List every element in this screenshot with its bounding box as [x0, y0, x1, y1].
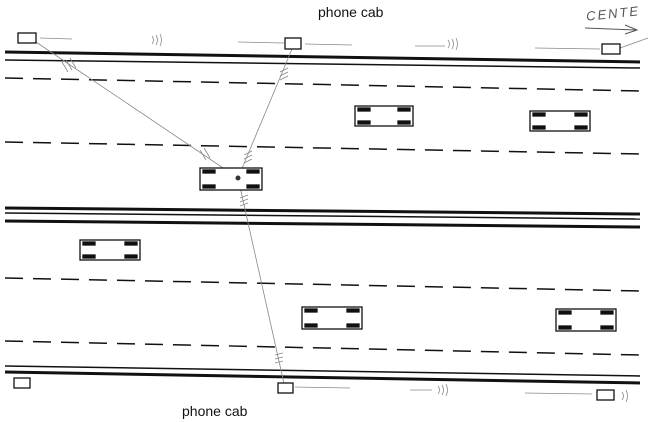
car-wheel: [246, 184, 260, 189]
car-wheel: [346, 323, 360, 328]
lane-divider: [4, 141, 641, 155]
wave-icon: [279, 67, 289, 81]
car: [199, 167, 263, 191]
car: [555, 308, 617, 332]
arrow: [39, 37, 73, 40]
median-line: [4, 219, 641, 229]
car: [354, 105, 414, 127]
phone-cab-box: [277, 382, 294, 394]
signal-line: [35, 41, 239, 179]
phone-cabs: [13, 32, 621, 401]
car-wheel: [532, 112, 546, 117]
car-wheel: [246, 169, 260, 174]
top-road-edge-thin: [4, 59, 641, 69]
phone-cab-label-top: phone cab: [318, 4, 384, 20]
wave-icon: [239, 194, 249, 207]
wave-icon: [274, 352, 284, 364]
car-wheel: [304, 323, 318, 328]
wave-icon: [447, 37, 458, 51]
arrow: [534, 47, 601, 50]
lane-divider: [4, 277, 641, 292]
car-wheel: [397, 107, 411, 112]
car-wheel: [574, 112, 588, 117]
car: [529, 110, 591, 132]
car-wheel: [574, 125, 588, 130]
wave-icon: [199, 147, 211, 161]
lane-divider: [4, 77, 641, 92]
phone-cab-box: [13, 377, 31, 389]
vehicle-transmitter: [235, 175, 241, 181]
signal-lines: [35, 33, 649, 403]
median-line: [4, 212, 641, 220]
wave-icon: [151, 33, 162, 47]
bottom-road-edge-thin: [4, 365, 641, 377]
signal-line: [619, 37, 649, 49]
arrow: [524, 392, 593, 395]
car-wheel: [558, 325, 572, 330]
median-line: [4, 206, 641, 216]
car-wheel: [346, 308, 360, 313]
car-wheel: [202, 169, 216, 174]
car-wheel: [357, 107, 371, 112]
car-wheel: [558, 310, 572, 315]
phone-cab-box: [601, 43, 621, 55]
signal-line: [237, 48, 293, 179]
car-wheel: [124, 241, 138, 246]
wave-icon: [621, 389, 628, 403]
car-wheel: [357, 120, 371, 125]
lane-divider: [4, 340, 641, 356]
car-wheel: [532, 125, 546, 130]
car-wheel: [124, 254, 138, 259]
phone-cab-label-bottom: phone cab: [182, 403, 248, 419]
arrow: [294, 386, 351, 389]
wave-icon: [61, 57, 77, 73]
car: [301, 306, 363, 330]
car-wheel: [600, 310, 614, 315]
car-wheel: [600, 325, 614, 330]
top-road-edge-thick: [4, 50, 641, 64]
car-wheel: [304, 308, 318, 313]
arrow: [237, 41, 285, 44]
bottom-road-edge-thick: [4, 370, 641, 385]
wave-icon: [243, 150, 253, 164]
center-arrow-icon: [584, 24, 639, 35]
arrow: [304, 43, 353, 46]
wave-icon: [437, 383, 448, 397]
car-wheel: [397, 120, 411, 125]
car: [79, 239, 141, 261]
phone-cab-box: [284, 37, 302, 50]
car-wheel: [82, 254, 96, 259]
car-wheel: [82, 241, 96, 246]
phone-cab-box: [596, 389, 615, 401]
car-wheel: [202, 184, 216, 189]
signal-line: [237, 177, 286, 389]
phone-cab-box: [17, 32, 37, 44]
